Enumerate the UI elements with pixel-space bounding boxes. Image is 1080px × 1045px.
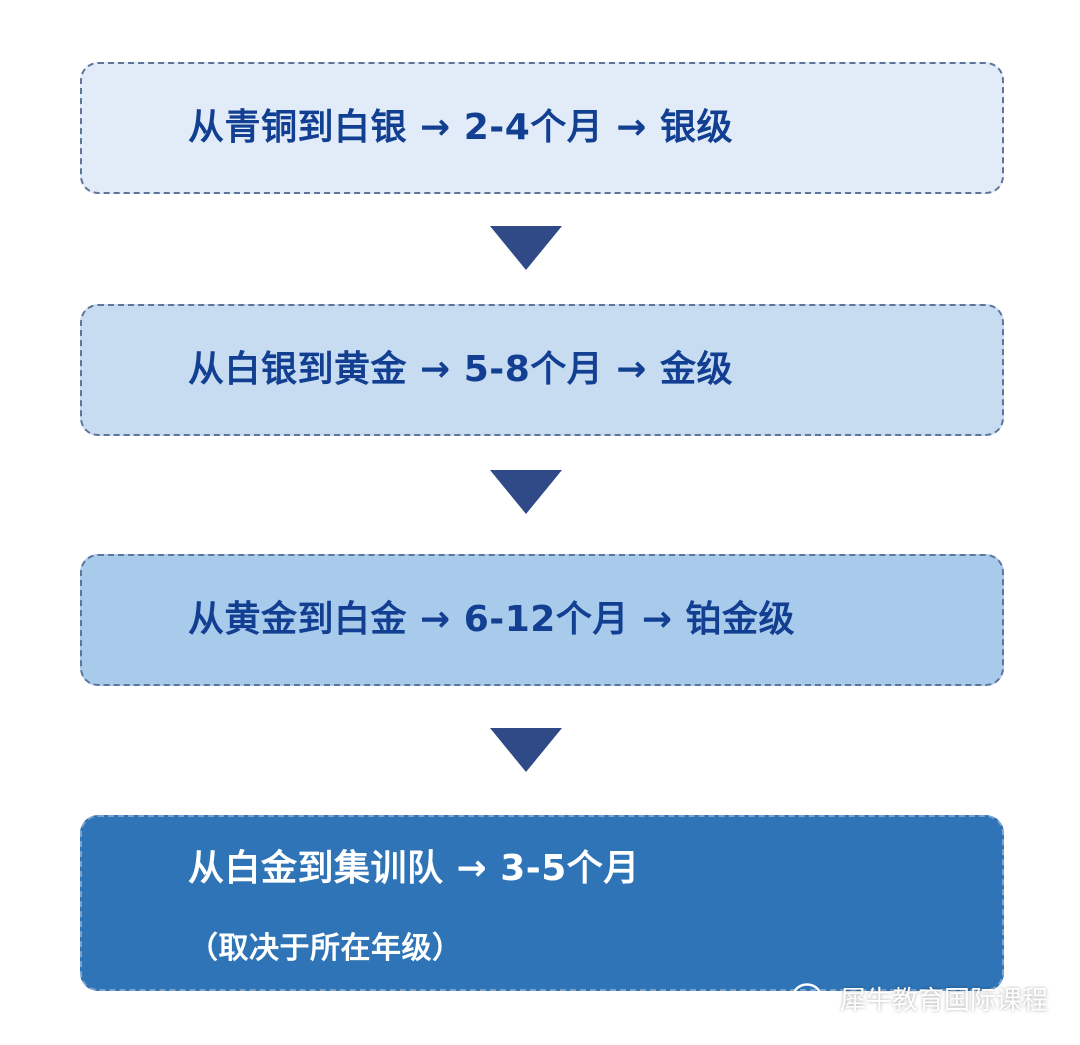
step-box-platinum-to-training-team: 从白金到集训队 → 3-5个月 （取决于所在年级） <box>80 815 1004 991</box>
down-arrow-icon <box>490 470 562 514</box>
watermark-text: 犀牛教育国际课程 <box>839 986 1048 1016</box>
step-text: 从白银到黄金 → 5-8个月 → 金级 <box>188 349 734 390</box>
step-box-gold-to-platinum: 从黄金到白金 → 6-12个月 → 铂金级 <box>80 554 1004 686</box>
step-note: （取决于所在年级） <box>188 931 463 966</box>
step-text: 从黄金到白金 → 6-12个月 → 铂金级 <box>188 599 796 640</box>
step-box-silver-to-gold: 从白银到黄金 → 5-8个月 → 金级 <box>80 304 1004 436</box>
step-box-bronze-to-silver: 从青铜到白银 → 2-4个月 → 银级 <box>80 62 1004 194</box>
watermark: 犀牛教育国际课程 <box>792 980 1048 1017</box>
down-arrow-icon <box>490 728 562 772</box>
step-text: 从青铜到白银 → 2-4个月 → 银级 <box>188 107 734 148</box>
step-text: 从白金到集训队 → 3-5个月 <box>188 848 640 889</box>
wechat-icon <box>792 982 831 1013</box>
down-arrow-icon <box>490 226 562 270</box>
